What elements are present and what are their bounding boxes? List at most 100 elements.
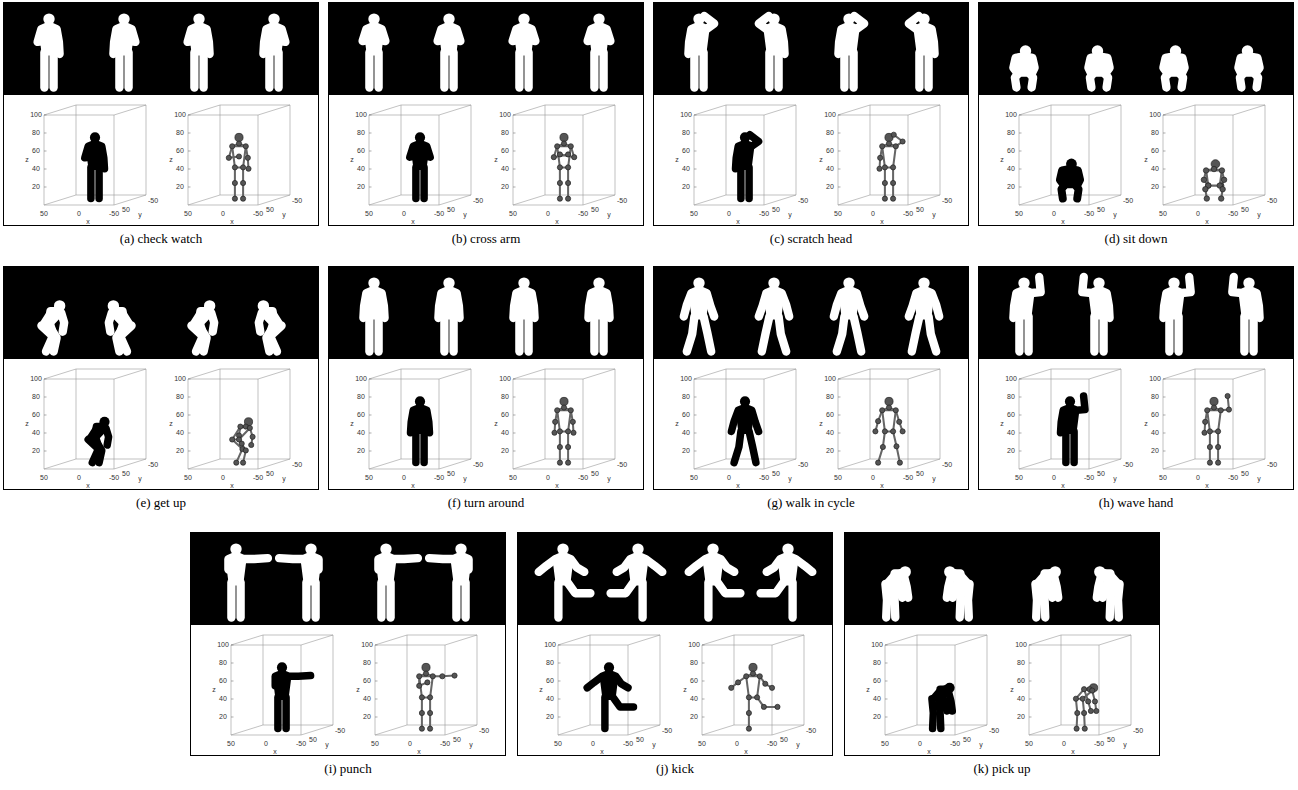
skeleton-joint xyxy=(735,680,740,685)
limb-silhouette xyxy=(638,556,662,572)
axis-tick-label: 80 xyxy=(546,659,554,667)
plot-box-edge xyxy=(439,105,471,115)
head-silhouette xyxy=(277,662,287,672)
tick-mark xyxy=(231,699,234,700)
skeleton-joint xyxy=(557,444,562,449)
limb-silhouette xyxy=(412,431,419,462)
skeleton-joint xyxy=(232,196,237,201)
skeleton-joint xyxy=(561,141,566,146)
skeleton-joint xyxy=(243,144,248,149)
silhouette xyxy=(688,13,714,87)
plot-box-edge xyxy=(1019,459,1051,469)
plot-box-edge xyxy=(220,105,290,106)
plot-box-edge xyxy=(1099,725,1131,735)
head-silhouette xyxy=(1168,277,1179,288)
plot-box-edge xyxy=(545,459,615,460)
silhouette xyxy=(838,13,864,87)
plot-box-edge xyxy=(44,205,114,206)
limb-silhouette xyxy=(704,317,712,352)
axis-tick-label: y xyxy=(788,211,792,219)
tick-mark xyxy=(1163,397,1166,398)
axis-tick-label: 50 xyxy=(371,740,379,748)
skeleton-joint xyxy=(557,152,562,157)
skeleton-joint xyxy=(235,133,243,141)
axis-tick-label: x xyxy=(1205,482,1209,490)
axis-tick-label: 20 xyxy=(357,447,365,455)
skeleton-joint xyxy=(880,408,885,413)
axis-tick-label: 40 xyxy=(873,695,881,703)
head-silhouette xyxy=(843,13,854,24)
limb-silhouette xyxy=(365,53,373,88)
axis-tick-label: x xyxy=(880,482,884,490)
limb-silhouette xyxy=(568,583,591,594)
plot-box-edge xyxy=(401,369,402,459)
axis-tick-label: 80 xyxy=(176,393,184,401)
skeleton-joint xyxy=(557,460,562,465)
tick-mark xyxy=(1019,379,1022,380)
plot-group xyxy=(375,635,477,735)
axis-tick-label: 100 xyxy=(1005,375,1017,383)
limb-silhouette xyxy=(788,556,812,572)
axis-tick-label: x xyxy=(555,482,559,490)
plot-box-edge xyxy=(838,379,839,469)
skeleton-joint xyxy=(250,434,255,439)
limb-silhouette xyxy=(638,583,646,618)
head-silhouette xyxy=(740,132,750,142)
figure-panel: 10080604020z500x-5050y-5010080604020z500… xyxy=(3,2,319,250)
axis-tick-label: 0 xyxy=(735,740,739,748)
limb-silhouette xyxy=(909,290,924,317)
axis-tick-label: 80 xyxy=(1007,129,1015,137)
plot-box-edge xyxy=(702,645,772,646)
axis-tick-label: y xyxy=(979,741,983,749)
plot-box-edge xyxy=(838,469,908,470)
axis-tick-label: x xyxy=(411,482,415,490)
plot-box-edge xyxy=(838,369,870,379)
skeleton-joint xyxy=(1203,186,1208,191)
axis-tick-label: -50 xyxy=(806,727,816,735)
axis-tick-label: 40 xyxy=(357,429,365,437)
figure-panel: 10080604020z500x-5050y-5010080604020z500… xyxy=(328,266,644,514)
plot-box-edge xyxy=(908,115,909,205)
plot-box-edge xyxy=(545,195,615,196)
silhouette-strip xyxy=(4,267,318,359)
silhouette xyxy=(1082,277,1109,352)
tick-mark xyxy=(375,663,378,664)
skeleton-joint xyxy=(744,674,749,679)
limb-silhouette xyxy=(834,290,849,317)
head-silhouette xyxy=(108,300,119,311)
plot-box-edge xyxy=(1089,115,1090,205)
axis-tick-label: z xyxy=(356,686,360,694)
tick-mark xyxy=(375,645,378,646)
plot-box-edge xyxy=(188,115,258,116)
plot-box-edge xyxy=(615,105,616,195)
axis-tick-label: x xyxy=(86,482,90,490)
skeleton-joint xyxy=(897,419,902,424)
skeleton-bone xyxy=(878,431,885,462)
axis-tick-label: 20 xyxy=(32,183,40,191)
limb-silhouette xyxy=(929,317,937,352)
skeleton-bone xyxy=(893,410,896,431)
plot-box-edge xyxy=(477,635,478,725)
axis-tick-label: 20 xyxy=(682,183,690,191)
plot-group xyxy=(231,635,333,735)
axis-tick-label: 50 xyxy=(40,474,48,482)
axis-tick-label: 50 xyxy=(365,474,373,482)
limb-silhouette xyxy=(968,584,970,618)
plot-box-edge xyxy=(258,105,290,115)
plot-group xyxy=(1019,105,1121,205)
figure-panel: 10080604020z500x-5050y-5010080604020z500… xyxy=(3,266,319,514)
axis-tick-label: z xyxy=(1000,156,1004,164)
skeleton-joint xyxy=(555,408,560,413)
axis-tick-label: -50 xyxy=(1267,461,1277,469)
axis-tick-label: 50 xyxy=(1097,470,1105,478)
head-silhouette xyxy=(118,13,129,24)
axis-tick-label: 40 xyxy=(682,165,690,173)
plot-box-edge xyxy=(44,379,45,469)
axis-tick-label: 80 xyxy=(690,659,698,667)
tick-mark xyxy=(694,115,697,116)
axis-tick-label: 100 xyxy=(355,111,367,119)
head-silhouette xyxy=(268,13,279,24)
axis-tick-label: z xyxy=(866,686,870,694)
axis-tick-label: 40 xyxy=(546,695,554,703)
axis-tick-label: 80 xyxy=(219,659,227,667)
